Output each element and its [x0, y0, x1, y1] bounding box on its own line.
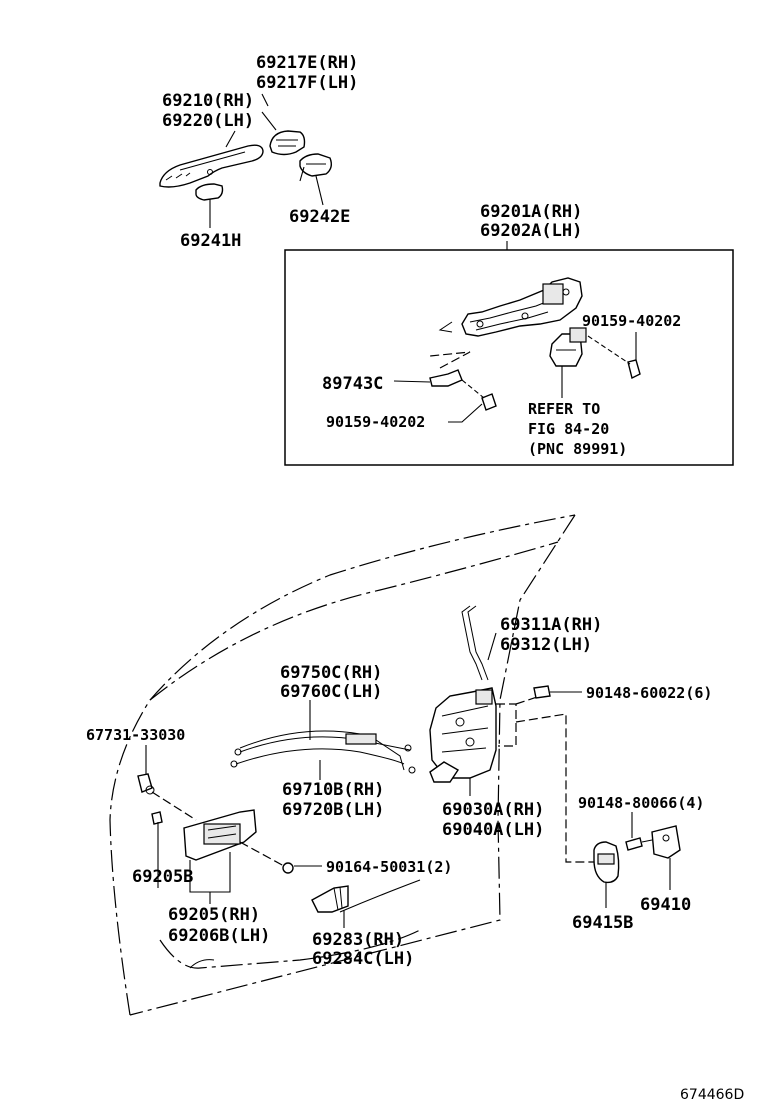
inside-handle-69205 [151, 809, 285, 867]
label-69284C: 69284C(LH) [312, 949, 414, 969]
bolt-90159-top [587, 332, 641, 380]
pad-69242E [299, 153, 333, 177]
label-69205B: 69205B [132, 867, 193, 887]
bolt-90159-bottom [448, 379, 497, 423]
label-69720B: 69720B(LH) [282, 800, 384, 820]
label-69311A: 69311A(RH) [500, 615, 602, 635]
frame-box [284, 241, 734, 466]
label-69206B: 69206B(LH) [168, 926, 270, 946]
sensor-module-89991 [549, 327, 587, 398]
label-69220: 69220(LH) [162, 111, 254, 131]
cover-69415B [593, 841, 620, 908]
refer-line-1: REFER TO [528, 400, 600, 418]
label-67731: 67731-33030 [86, 726, 185, 744]
label-69202A: 69202A(LH) [480, 221, 582, 241]
drawing-id: 674466D [680, 1087, 744, 1103]
refer-line-2: FIG 84-20 [528, 420, 609, 438]
cables-69710B [230, 700, 416, 780]
cover-69283 [311, 885, 349, 928]
label-69217E: 69217E(RH) [256, 53, 358, 73]
screw-90148-60022 [533, 685, 582, 699]
clip-67731 [137, 745, 197, 821]
label-69241H: 69241H [180, 231, 241, 251]
label-69030A: 69030A(RH) [442, 800, 544, 820]
pad-69241H [195, 183, 224, 201]
label-69242E: 69242E [289, 207, 350, 227]
label-69040A: 69040A(LH) [442, 820, 544, 840]
label-69750C: 69750C(RH) [280, 663, 382, 683]
label-90159-bottom: 90159-40202 [326, 413, 425, 431]
label-90164: 90164-50031(2) [326, 858, 452, 876]
refer-line-3: (PNC 89991) [528, 440, 627, 458]
outside-handle-69210 [159, 144, 264, 188]
label-69217F: 69217F(LH) [256, 73, 358, 93]
label-69410: 69410 [640, 895, 691, 915]
handle-frame-69201A [438, 277, 583, 337]
label-90159-top: 90159-40202 [582, 312, 681, 330]
label-90148-80066: 90148-80066(4) [578, 794, 704, 812]
label-69415B: 69415B [572, 913, 633, 933]
screw-90164 [282, 862, 322, 874]
label-69205: 69205(RH) [168, 905, 260, 925]
label-69210: 69210(RH) [162, 91, 254, 111]
striker-69410 [625, 812, 681, 890]
handle-cap-69217E [269, 130, 306, 156]
label-69710B: 69710B(RH) [282, 780, 384, 800]
lock-rod-69311A [461, 605, 497, 681]
label-69201A: 69201A(RH) [480, 202, 582, 222]
label-69760C: 69760C(LH) [280, 682, 382, 702]
door-outline [109, 514, 576, 1016]
label-90148-60022: 90148-60022(6) [586, 684, 712, 702]
label-69312: 69312(LH) [500, 635, 592, 655]
door-lock-69030A [429, 687, 497, 796]
label-89743C: 89743C [322, 374, 383, 394]
cover-89743C [393, 351, 471, 387]
label-69283: 69283(RH) [312, 930, 404, 950]
